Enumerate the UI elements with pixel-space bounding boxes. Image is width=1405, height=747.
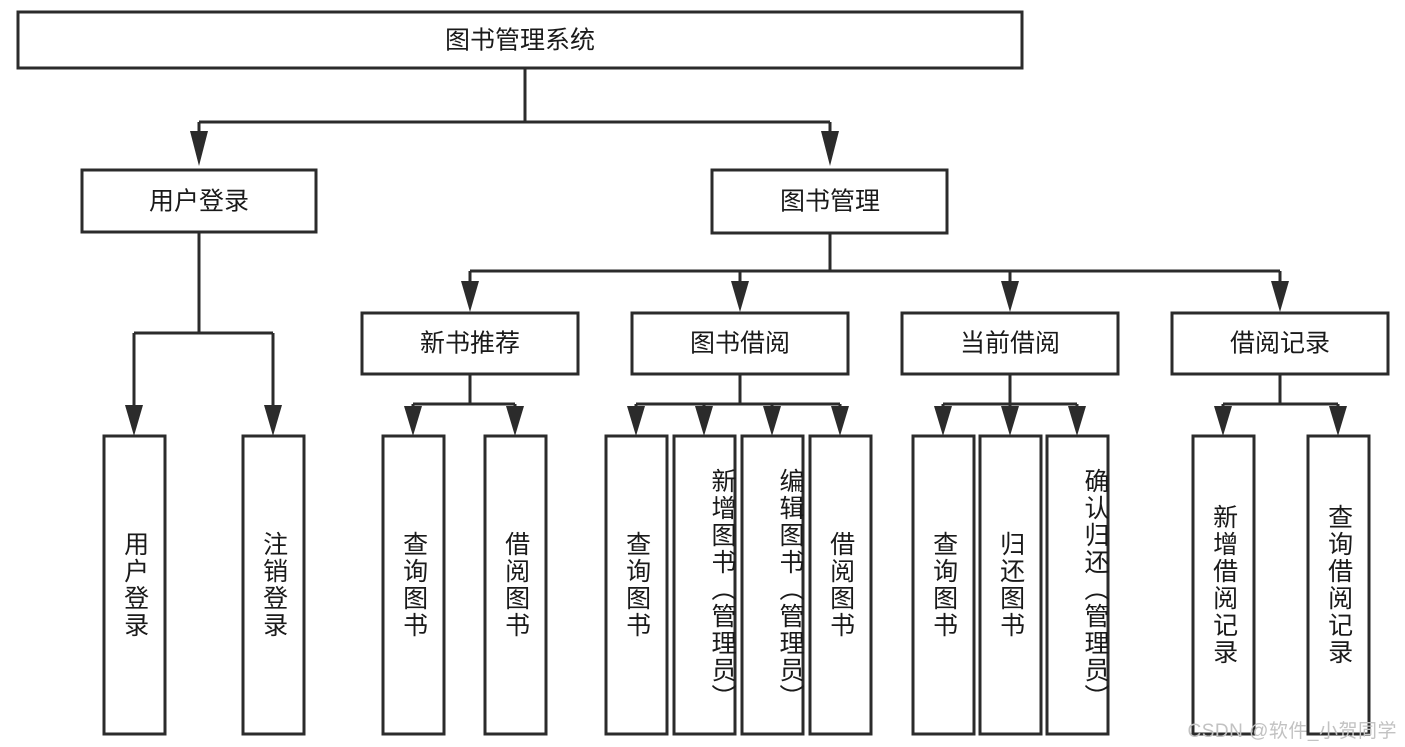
arrowhead-bb-query-book: [627, 406, 645, 436]
node-leaf-cb-query-book[interactable]: [911, 434, 976, 736]
connector-layer: [125, 68, 1347, 436]
arrowhead-leaf-logout: [264, 405, 282, 436]
node-leaf-br-query-record[interactable]: [1306, 434, 1371, 736]
arrowhead-br-add-record: [1214, 406, 1232, 436]
node-leaf-logout[interactable]: [241, 434, 306, 736]
arrowhead-cb-query-book: [934, 406, 952, 436]
node-new-book-rec-label: 新书推荐: [420, 330, 520, 358]
node-current-borrow[interactable]: [900, 311, 1120, 376]
node-leaf-bb-borrow-book[interactable]: [808, 434, 873, 736]
node-leaf-bb-query-book[interactable]: [604, 434, 669, 736]
arrowhead-new-book-rec: [461, 281, 479, 312]
node-book-borrow[interactable]: [630, 311, 850, 376]
node-leaf-nb-query-book[interactable]: [381, 434, 446, 736]
arrowhead-bb-borrow-book: [831, 406, 849, 436]
arrowhead-cb-confirm-return: [1068, 406, 1086, 436]
arrowhead-current-borrow: [1001, 281, 1019, 312]
node-book-manage[interactable]: [710, 168, 949, 235]
arrowhead-book-borrow: [731, 281, 749, 312]
node-root[interactable]: [16, 10, 1024, 70]
node-leaf-user-login[interactable]: [102, 434, 167, 736]
arrowhead-br-query-record: [1329, 406, 1347, 436]
node-user-login-label: 用户登录: [149, 188, 249, 216]
arrowhead-bb-edit-book: [763, 406, 781, 436]
arrowhead-bb-add-book: [695, 406, 713, 436]
node-leaf-bb-edit-book[interactable]: [740, 434, 805, 736]
node-root-label: 图书管理系统: [445, 27, 595, 55]
arrowhead-user-login: [190, 131, 208, 166]
arrowhead-book-manage: [821, 131, 839, 166]
node-leaf-br-add-record[interactable]: [1191, 434, 1256, 736]
node-borrow-record[interactable]: [1170, 311, 1390, 376]
arrowhead-borrow-record: [1271, 281, 1289, 312]
node-leaf-bb-add-book[interactable]: [672, 434, 737, 736]
node-leaf-nb-borrow-book[interactable]: [483, 434, 548, 736]
watermark-text: CSDN @软件_小贺同学: [1187, 721, 1397, 742]
node-new-book-rec[interactable]: [360, 311, 580, 376]
node-borrow-record-label: 借阅记录: [1230, 330, 1330, 358]
node-user-login[interactable]: [80, 168, 318, 234]
arrowhead-leaf-user-login: [125, 405, 143, 436]
arrowhead-nb-query-book: [404, 406, 422, 436]
node-leaf-cb-confirm-return[interactable]: [1045, 434, 1110, 736]
node-leaf-cb-return-book[interactable]: [978, 434, 1043, 736]
node-book-borrow-label: 图书借阅: [690, 330, 790, 358]
arrowhead-nb-borrow-book: [506, 406, 524, 436]
node-layer: 图书管理系统 用户登录 图书管理 新书推荐 图书借阅 当前借阅 借阅记录: [16, 10, 1390, 736]
node-book-manage-label: 图书管理: [780, 188, 880, 216]
node-current-borrow-label: 当前借阅: [960, 330, 1060, 358]
arrowhead-cb-return-book: [1001, 406, 1019, 436]
